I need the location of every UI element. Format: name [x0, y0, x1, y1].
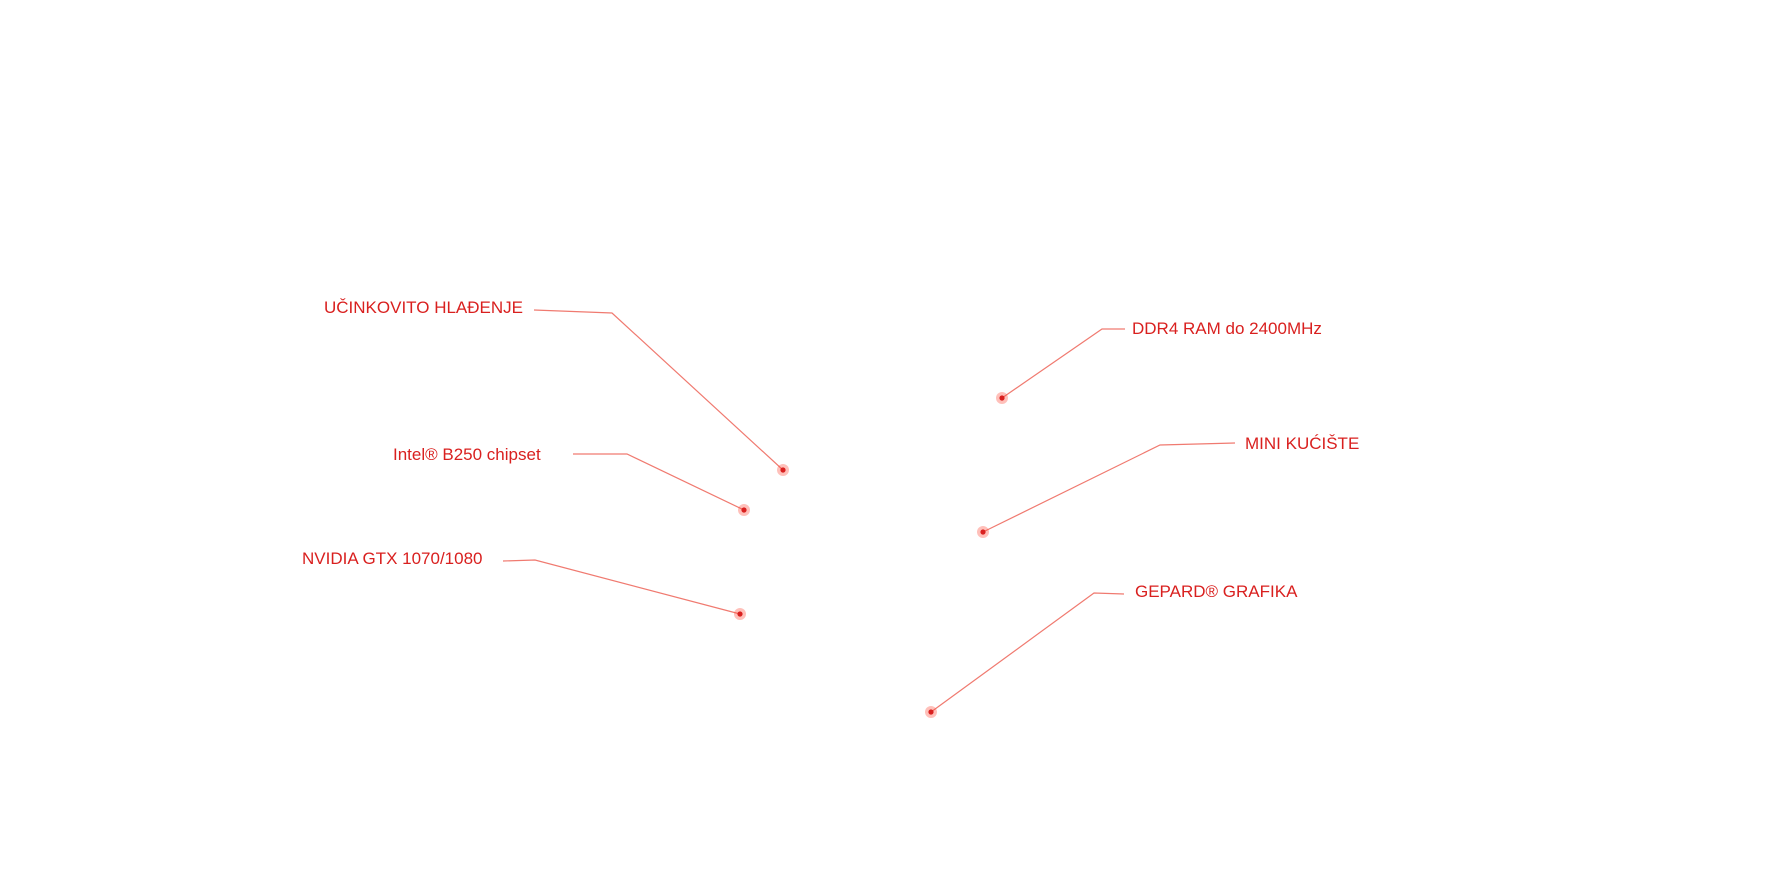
hotspot-dot-case[interactable]	[980, 529, 986, 535]
callout-label-chipset: Intel® B250 chipset	[393, 445, 541, 464]
hotspot-dot-graphics[interactable]	[928, 709, 934, 715]
callout-label-cooling: UČINKOVITO HLAĐENJE	[324, 298, 524, 317]
hotspot-dot-chipset[interactable]	[741, 507, 747, 513]
leader-line-chipset	[573, 453, 745, 511]
callout-label-case: MINI KUĆIŠTE	[1245, 434, 1360, 453]
leader-line-cooling	[533, 309, 784, 471]
leader-line-gpu	[502, 559, 741, 615]
callout-label-graphics: GEPARD® GRAFIKA	[1135, 582, 1298, 601]
hotspot-dot-ram[interactable]	[999, 395, 1005, 401]
callout-label-gpu: NVIDIA GTX 1070/1080	[302, 549, 483, 568]
hotspot-dot-cooling[interactable]	[780, 467, 786, 473]
leader-line-case	[982, 442, 1236, 533]
leader-line-ram	[1001, 328, 1125, 399]
callout-label-ram: DDR4 RAM do 2400MHz	[1132, 319, 1322, 338]
leader-line-graphics	[930, 592, 1125, 713]
hotspot-dot-gpu[interactable]	[737, 611, 743, 617]
